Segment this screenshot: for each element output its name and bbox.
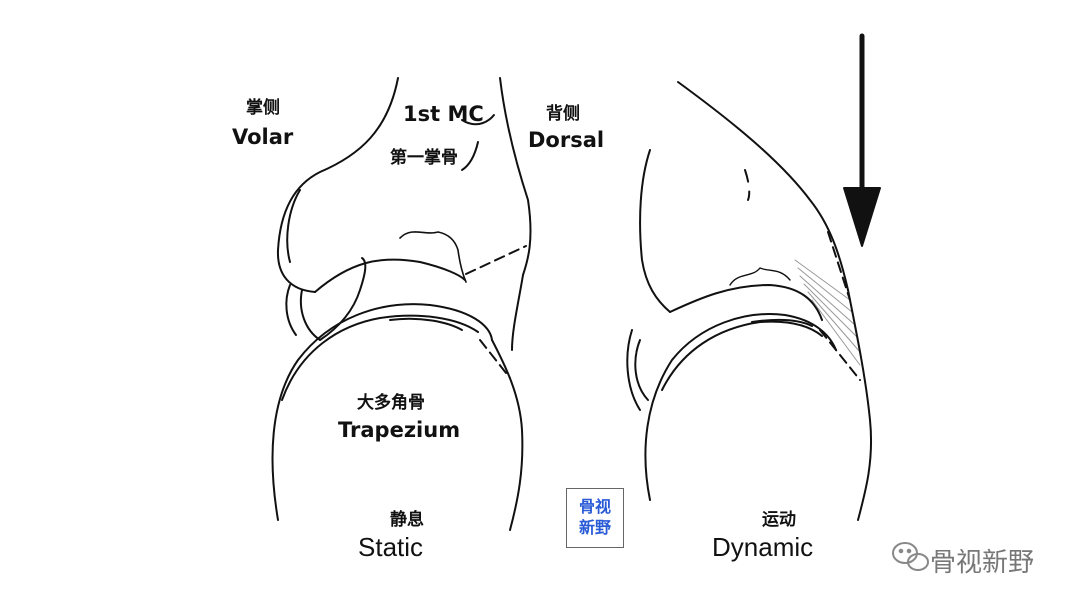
trapezium-dorsal (491, 339, 524, 531)
trapezium-label-en: Trapezium (338, 418, 461, 442)
metacarpal-shaft-left (639, 149, 671, 313)
watermark-line-1: 骨视 (578, 497, 611, 517)
dynamic-label-en: Dynamic (712, 532, 814, 562)
dorsal-ligament-dyn (827, 231, 851, 301)
volar-label-en: Volar (232, 125, 294, 149)
metacarpal-base-dyn (669, 284, 823, 321)
metacarpal-base (314, 258, 466, 293)
volar-beak-dyn (634, 339, 649, 401)
metacarpal-dorsal-outline (499, 77, 532, 276)
metacarpal-cracks (399, 231, 467, 283)
volar-beak-dyn-2 (626, 329, 641, 411)
volar-label-cn: 掌侧 (246, 98, 280, 118)
trapezium-label-cn: 大多角骨 (357, 393, 425, 413)
trapezium-dorsal-dyn (847, 289, 873, 521)
trapezium-inner-line (389, 317, 463, 331)
ligament-hatching (794, 259, 861, 366)
watermark-logo: 骨视 新野 (566, 488, 624, 548)
account-tag: 骨视新野 (888, 540, 1034, 580)
volar-beak-inner (285, 284, 297, 336)
dorsal-label-cn: 背侧 (546, 104, 580, 124)
static-joint-drawing (271, 77, 532, 531)
dorsal-label-en: Dorsal (528, 128, 605, 152)
metacarpal-volar-inner (286, 189, 301, 263)
account-name: 骨视新野 (930, 547, 1035, 578)
dorsal-ligament-dashed (465, 245, 527, 275)
static-label-en: Static (358, 532, 424, 562)
trapezium-outline (271, 303, 493, 521)
trapezium-dorsal-2 (511, 274, 524, 351)
static-label-cn: 静息 (390, 510, 424, 530)
metacarpal-cortex-dyn (744, 169, 751, 201)
metacarpal-cortex-line (461, 114, 495, 126)
dynamic-label-cn: 运动 (762, 510, 796, 530)
trapezium-inner-dyn (751, 318, 813, 327)
metacarpal-label-cn: 第一掌骨 (390, 148, 458, 168)
dynamic-joint-drawing (626, 33, 881, 521)
watermark-line-2: 新野 (578, 518, 611, 537)
metacarpal-cortex-line-2 (461, 141, 479, 171)
metacarpal-cracks-dyn (729, 267, 791, 286)
metacarpal-label-en: 1st MC (403, 102, 484, 126)
trapezium-articular (281, 314, 479, 401)
dorsal-joint-dashed (479, 339, 511, 379)
volar-beak (300, 257, 367, 341)
metacarpal-volar-outline (276, 77, 399, 293)
metacarpal-shaft-right (677, 81, 849, 291)
trapezium-outline-dyn (644, 313, 837, 501)
wechat-icon (892, 542, 929, 571)
force-arrow-head (843, 187, 881, 247)
dorsal-ligament-dyn-2 (819, 329, 861, 381)
trapezium-articular-dyn (661, 320, 823, 391)
